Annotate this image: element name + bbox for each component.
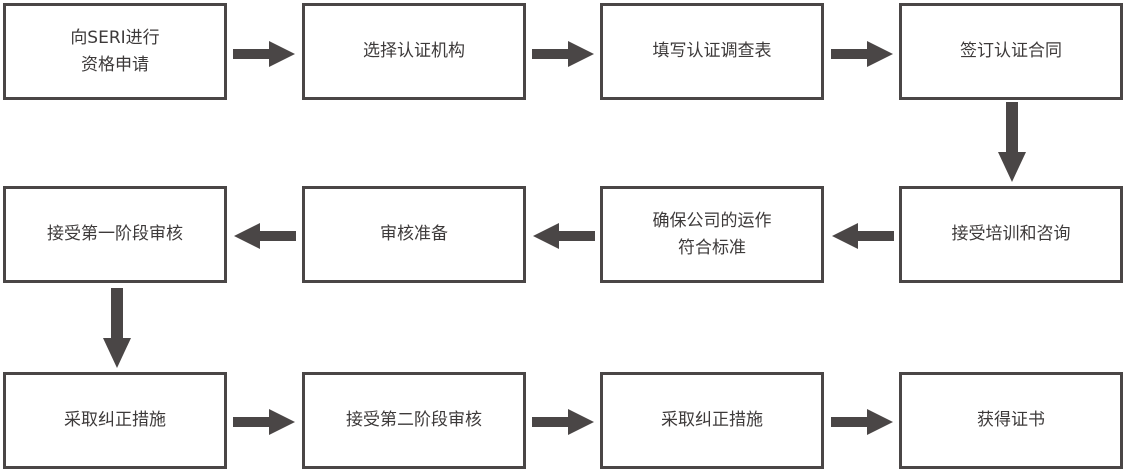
step-11-line-1: 采取纠正措施	[661, 410, 763, 430]
step-box-4: 签订认证合同	[899, 3, 1123, 100]
arrow-right-icon	[831, 409, 893, 435]
step-1-line-1: 向SERI进行	[70, 27, 160, 48]
arrow-right-icon	[532, 41, 594, 67]
step-box-9: 采取纠正措施	[3, 372, 227, 469]
step-2-line-1: 选择认证机构	[363, 41, 465, 61]
arrow-left-icon	[533, 223, 595, 249]
arrow-left-icon	[832, 223, 894, 249]
step-box-1: 向SERI进行 资格申请	[3, 3, 227, 100]
step-box-12: 获得证书	[899, 372, 1123, 469]
step-box-10: 接受第二阶段审核	[302, 372, 526, 469]
step-box-5: 接受培训和咨询	[899, 186, 1123, 283]
arrow-right-icon	[233, 41, 295, 67]
step-box-7: 审核准备	[302, 186, 526, 283]
step-6-line-1: 确保公司的运作	[652, 210, 772, 231]
step-box-6: 确保公司的运作 符合标准	[600, 186, 824, 283]
step-box-8: 接受第一阶段审核	[3, 186, 227, 283]
step-1-line-2: 资格申请	[81, 54, 149, 75]
step-box-3: 填写认证调查表	[600, 3, 824, 100]
step-box-11: 采取纠正措施	[600, 372, 824, 469]
arrow-right-icon	[831, 41, 893, 67]
step-5-line-1: 接受培训和咨询	[951, 224, 1071, 244]
step-box-2: 选择认证机构	[302, 3, 526, 100]
arrow-left-icon	[234, 223, 296, 249]
arrow-right-icon	[233, 409, 295, 435]
arrow-right-icon	[532, 409, 594, 435]
step-8-line-1: 接受第一阶段审核	[47, 224, 183, 244]
step-6-line-2: 符合标准	[678, 237, 746, 258]
step-9-line-1: 采取纠正措施	[64, 410, 166, 430]
step-3-line-1: 填写认证调查表	[652, 41, 772, 61]
step-7-line-1: 审核准备	[380, 224, 448, 244]
step-12-line-1: 获得证书	[977, 410, 1045, 430]
arrow-down-icon	[998, 102, 1026, 182]
step-10-line-1: 接受第二阶段审核	[346, 410, 482, 430]
step-4-line-1: 签订认证合同	[960, 41, 1062, 61]
arrow-down-icon	[103, 288, 131, 368]
